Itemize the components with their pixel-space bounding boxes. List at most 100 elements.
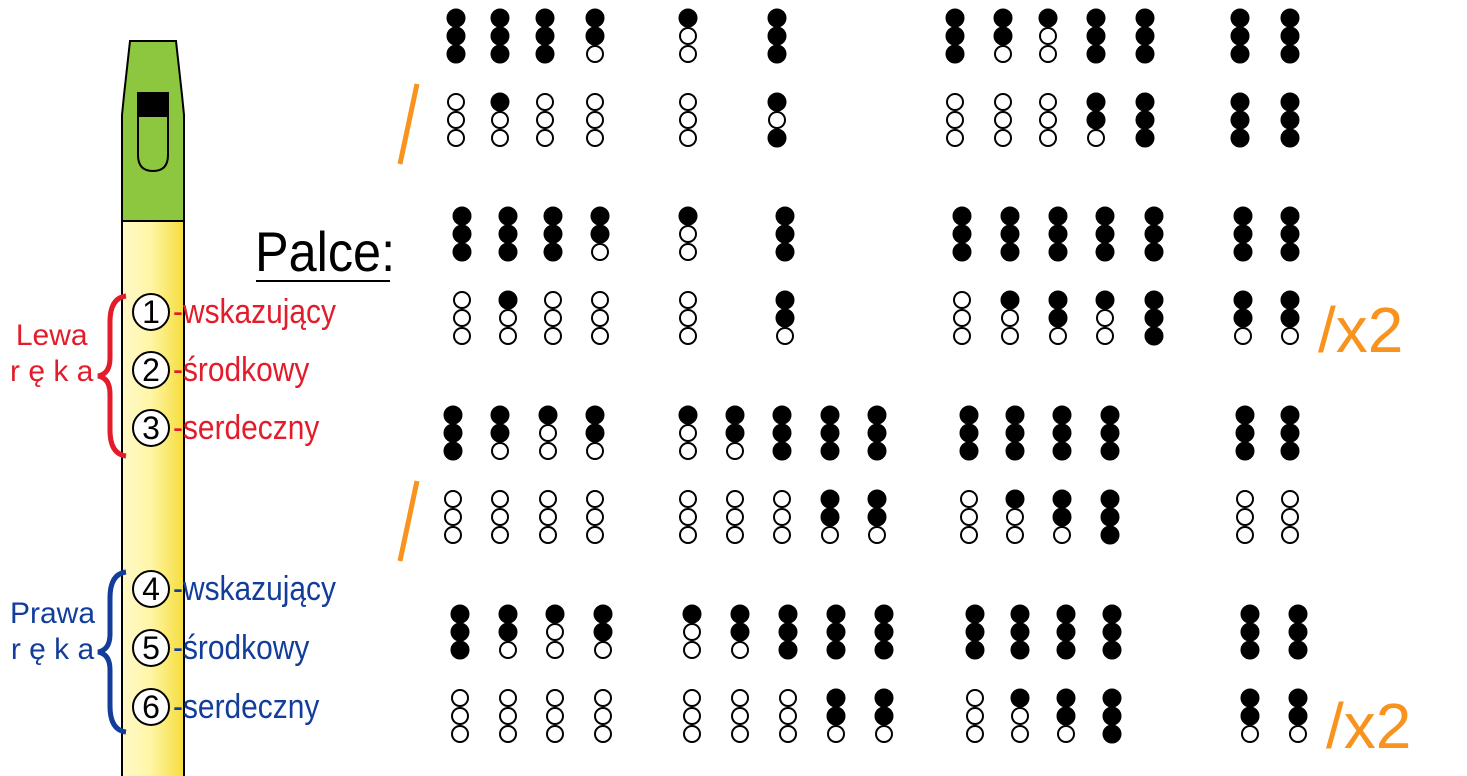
hole-5-open [679,309,697,327]
hole-3-closed [952,242,972,262]
hole-5-closed [1135,110,1155,130]
hole-5-open [453,309,471,327]
hole-6-open [1289,725,1307,743]
hole-3-open [546,641,564,659]
fingering-row2-note7 [952,206,972,345]
fingering-row1-note12 [1230,8,1250,148]
repeat-mark-1: /x2 [1318,294,1404,366]
hole-5-closed [1280,308,1300,328]
hole-2-closed [443,423,463,443]
fingering-row3-note6 [725,405,745,544]
hole-6-open [1241,725,1259,743]
hole-5-closed [1240,706,1260,726]
hole-1-closed [498,206,518,226]
hole-1-closed [1038,8,1058,28]
fingering-row3-note10 [959,405,979,544]
hole-6-open [679,327,697,345]
hole-3-closed [775,242,795,262]
hole-5-open [591,309,609,327]
hole-2-open [683,623,701,641]
hole-5-open [679,111,697,129]
fingering-row3-note4 [585,405,605,544]
hole-3-closed [1288,640,1308,660]
fingering-row4-note12 [1056,604,1076,743]
hole-1-closed [678,206,698,226]
hole-5-open [1011,707,1029,725]
hole-2-closed [1135,26,1155,46]
hole-2-closed [1100,423,1120,443]
hole-3-closed [1048,242,1068,262]
slash-mark-row3 [397,480,420,562]
hole-6-closed [1100,525,1120,545]
hole-6-open [946,129,964,147]
hole-4-closed [1288,688,1308,708]
right-hand-brace [97,569,127,735]
hole-1-closed [1280,206,1300,226]
hole-3-open [491,442,509,460]
finger-number-4: 4 [132,570,170,608]
finger-name-6: -serdeczny [173,688,320,726]
hole-3-open [586,442,604,460]
hole-6-open [953,327,971,345]
hole-1-closed [443,405,463,425]
hole-4-open [779,689,797,707]
fingering-row2-note9 [1048,206,1068,345]
hole-2-closed [1010,622,1030,642]
hole-1-closed [820,405,840,425]
hole-1-closed [730,604,750,624]
hole-4-open [773,490,791,508]
hole-4-open [536,93,554,111]
hole-2-open [679,27,697,45]
legend-title: Palce: [255,220,396,283]
hole-2-closed [820,423,840,443]
hole-5-open [679,508,697,526]
hole-3-closed [1056,640,1076,660]
hole-5-open [1236,508,1254,526]
hole-1-closed [1052,405,1072,425]
hole-4-closed [1135,92,1155,112]
hole-5-open [779,707,797,725]
hole-3-open [994,45,1012,63]
hole-1-closed [585,405,605,425]
hole-5-open [586,111,604,129]
hole-4-open [586,490,604,508]
hole-2-closed [775,224,795,244]
hole-2-closed [590,224,610,244]
hole-1-closed [959,405,979,425]
hole-5-open [499,309,517,327]
hole-4-open [1236,490,1254,508]
fingering-row1-note10 [1086,8,1106,147]
hole-2-closed [730,622,750,642]
fingering-row1-note11 [1135,8,1155,148]
hole-2-closed [452,224,472,244]
hole-2-closed [1102,622,1122,642]
fingering-row1-note2 [490,8,510,147]
hole-3-closed [490,44,510,64]
hole-6-open [591,327,609,345]
fingering-row4-note2 [498,604,518,743]
hole-5-closed [1288,706,1308,726]
hole-6-open [594,725,612,743]
hole-4-closed [826,688,846,708]
fingering-row3-note11 [1005,405,1025,544]
hole-3-closed [965,640,985,660]
hole-2-closed [772,423,792,443]
hole-2-closed [1048,224,1068,244]
hole-4-open [447,93,465,111]
hole-4-open [731,689,749,707]
hole-4-closed [775,290,795,310]
hole-1-closed [450,604,470,624]
hole-3-closed [767,44,787,64]
right-hand-label-line1: Prawa [10,597,96,630]
hole-1-closed [767,8,787,28]
hole-4-closed [1086,92,1106,112]
hole-2-open [679,424,697,442]
hole-6-open [679,526,697,544]
hole-1-closed [678,405,698,425]
hole-1-closed [498,604,518,624]
hole-5-open [451,707,469,725]
hole-4-closed [1233,290,1253,310]
hole-2-closed [778,622,798,642]
hole-4-closed [874,688,894,708]
